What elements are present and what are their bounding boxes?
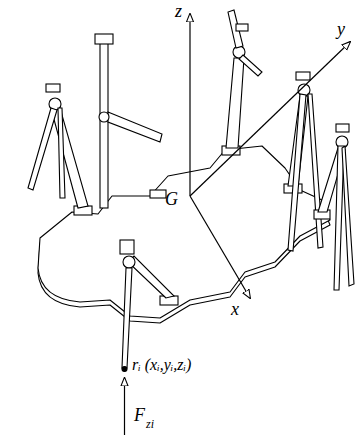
force-subscript: zi [146,418,154,430]
leg-back-left [150,190,166,198]
leg-far-right [336,124,349,132]
leg-left [46,84,60,92]
origin-label: G [165,190,178,208]
leg-left [58,108,65,198]
force-arrow [124,378,125,435]
leg-front [120,240,134,254]
force-label: F [134,406,145,424]
axis-label: x [231,300,239,318]
leg-back-left [100,40,108,208]
leg-back-left [99,112,109,122]
leg-top-center [236,24,248,31]
leg-right [308,94,323,248]
leg-top-center [226,58,244,148]
coordinate-axes [190,14,350,298]
leg-back-left [95,34,113,44]
position-label: rᵢ (xᵢ,yᵢ,zᵢ) [132,357,191,373]
leg-front [122,367,127,372]
leg-back-left [95,34,166,208]
coordinate-axes [190,42,350,196]
leg-far-right [314,124,354,290]
leg-left [52,108,88,208]
leg-top-center [239,55,262,76]
force-arrow [124,378,125,435]
leg-right [296,72,310,80]
coordinate-axes [190,196,250,298]
leg-right [284,72,323,251]
leg-left [28,84,92,215]
body-plate [38,146,330,323]
leg-front [122,268,132,368]
leg-right [288,94,306,251]
leg-front [123,256,135,268]
axis-label: z [175,2,182,20]
coordinate-axes [189,14,190,196]
leg-back-left [108,112,162,142]
leg-far-right [342,146,354,286]
axis-label: y [337,20,345,38]
leg-front [120,240,178,372]
body-plate [38,146,330,318]
leg-left [28,108,57,190]
